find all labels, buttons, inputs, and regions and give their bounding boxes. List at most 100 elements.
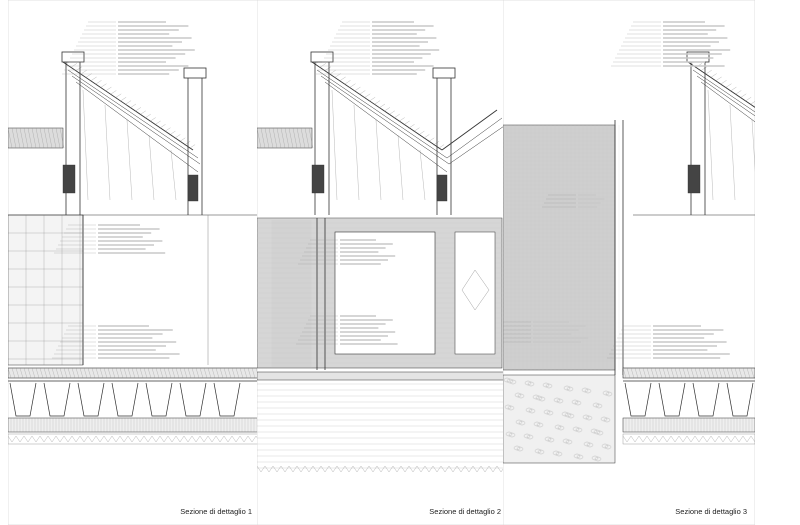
slab-hatch (746, 367, 751, 379)
ground-hatch (59, 435, 65, 443)
slab-hatch (43, 367, 48, 379)
floor-hatch (31, 127, 37, 149)
slab-hatch (702, 367, 707, 379)
glazing-panel (8, 214, 84, 366)
roof-cap (432, 67, 456, 79)
gravel-stone (526, 434, 534, 440)
roof-hatch (735, 90, 742, 95)
opening-window (454, 231, 496, 355)
roof-hatch (344, 80, 351, 85)
slab-hatch (718, 367, 723, 379)
slab-hatch (151, 367, 156, 379)
gravel-stone (573, 453, 581, 459)
slab-hatch (139, 367, 144, 379)
slab-hatch (219, 367, 224, 379)
vault-cell (179, 382, 207, 417)
slab-hatch (175, 367, 180, 379)
ground-hatch (203, 435, 209, 443)
roof-hatch (334, 73, 341, 78)
roof-hatch (149, 117, 156, 122)
ground-hatch (127, 435, 133, 443)
floor-hatch (11, 127, 17, 149)
floor-hatch (257, 127, 262, 149)
slab-hatch (642, 367, 647, 379)
ground-hatch (79, 435, 85, 443)
slab-hatch (710, 367, 715, 379)
floor-hatch (15, 127, 21, 149)
annotation-block (503, 321, 589, 343)
roof-hatch (418, 130, 425, 136)
annotation-block (611, 21, 731, 67)
gravel-stone (535, 395, 543, 401)
ground-hatch (119, 435, 125, 443)
roof-beam (324, 81, 448, 173)
curtain-wall (8, 214, 84, 366)
slab-hatch (159, 367, 164, 379)
roof-hatch (184, 141, 191, 146)
ground-hatch (492, 465, 498, 473)
ground-band (8, 433, 260, 445)
ground-hatch (139, 435, 145, 443)
slab-hatch (39, 367, 44, 379)
floor-hatch (35, 127, 41, 149)
ground-hatch (694, 435, 700, 443)
gravel-stone (590, 428, 598, 434)
ground-hatch (448, 465, 454, 473)
slab-hatch (694, 367, 699, 379)
slab-hatch (23, 367, 28, 379)
slab-hatch (750, 367, 755, 379)
roof-hatch (164, 127, 171, 132)
roof-hatch (364, 93, 371, 98)
vault-cell (624, 382, 652, 417)
gravel-stone (576, 454, 584, 460)
roof-hatch (349, 83, 356, 88)
ground-hatch (159, 435, 165, 443)
gravel-stone (582, 414, 590, 420)
ground-hatch (215, 435, 221, 443)
slab-hatch (111, 367, 116, 379)
annotation-block (52, 325, 180, 359)
foundation (8, 367, 260, 445)
gravel-stone (566, 386, 574, 392)
section-drawing-2 (257, 0, 509, 525)
slab-hatch (127, 367, 132, 379)
floor-band (257, 127, 313, 149)
ground-hatch (99, 435, 105, 443)
slab-hatch (71, 367, 76, 379)
slab-hatch (99, 367, 104, 379)
ground-hatch (746, 435, 752, 443)
roof-hatch (75, 66, 82, 71)
ground-hatch (682, 435, 688, 443)
gravel-stone (524, 380, 532, 386)
steel-beam (62, 164, 76, 194)
roof-beam (448, 123, 508, 165)
slab-hatch (670, 367, 675, 379)
annotation-block (62, 21, 195, 75)
sheet-caption-1: Sezione di dettaglio 1 (180, 507, 252, 516)
steel-beam (187, 174, 199, 202)
slab-hatch (251, 367, 256, 379)
slab-hatch (107, 367, 112, 379)
roof-beam (75, 81, 199, 173)
slab-hatch (654, 367, 659, 379)
ground-hatch (151, 435, 157, 443)
ground-hatch (328, 465, 334, 473)
slab-hatch (211, 367, 216, 379)
ground-hatch (51, 435, 57, 443)
slab-hatch (115, 367, 120, 379)
ground-hatch (67, 435, 73, 443)
annotation-block (54, 224, 166, 254)
ground-hatch (227, 435, 233, 443)
slab-hatch (167, 367, 172, 379)
roof-hatch (393, 114, 400, 119)
gravel-stone (592, 402, 600, 408)
slab-hatch (726, 367, 731, 379)
roof-cap (310, 51, 334, 63)
ground-hatch (243, 435, 249, 443)
ground-hatch (646, 435, 652, 443)
gravel-stone (565, 439, 573, 445)
ground-hatch (468, 465, 474, 473)
roof-hatch (720, 80, 727, 85)
ground-hatch (300, 465, 306, 473)
slab-hatch (8, 367, 12, 379)
